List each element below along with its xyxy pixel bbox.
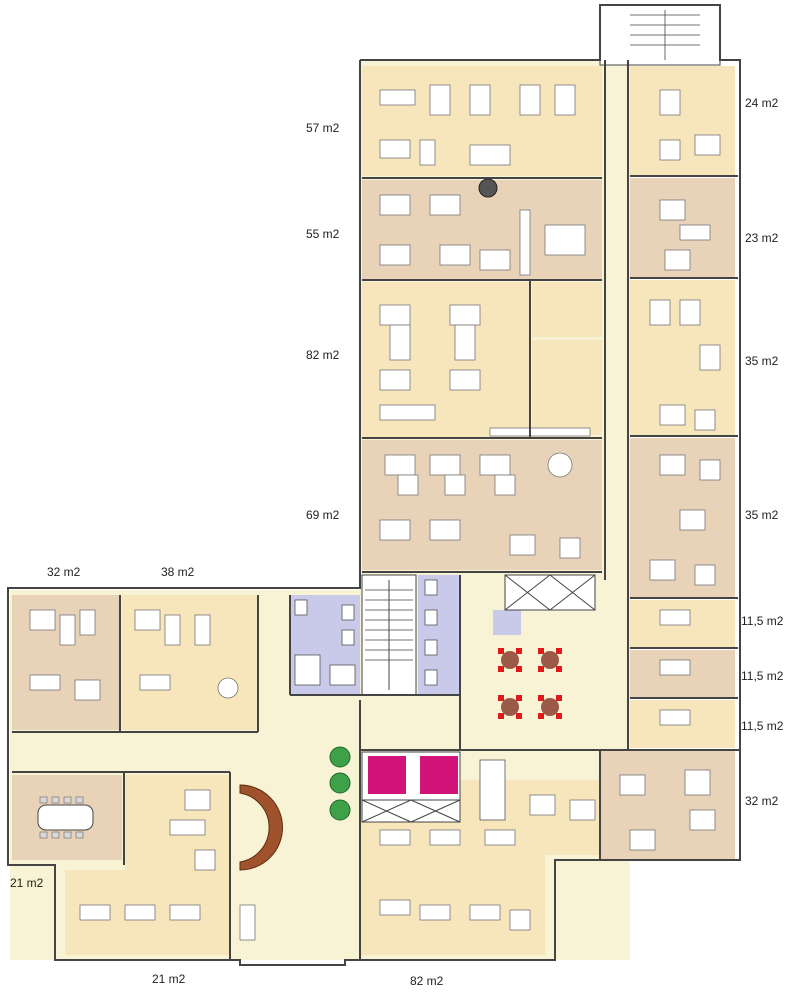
area-label-11-5-b: 11,5 m2 — [741, 669, 784, 683]
area-label-57: 57 m2 — [306, 121, 340, 135]
room-small-a — [532, 282, 602, 337]
desk-icon — [37, 796, 94, 839]
room-24 — [630, 66, 735, 176]
area-label-82-bottom: 82 m2 — [410, 974, 444, 988]
area-label-35b: 35 m2 — [745, 508, 779, 522]
round-table-icon — [498, 648, 562, 719]
toilet-icon — [294, 579, 506, 821]
wc-small — [493, 610, 521, 635]
office-furniture — [29, 84, 721, 941]
stair-icon — [361, 4, 721, 696]
area-label-32-left: 32 m2 — [47, 565, 81, 579]
area-label-82-top: 82 m2 — [306, 348, 340, 362]
walls — [7, 4, 741, 966]
area-label-11-5-a: 11,5 m2 — [741, 614, 784, 628]
area-label-21-bottom: 21 m2 — [152, 972, 186, 986]
area-label-21-left: 21 m2 — [10, 876, 44, 890]
area-label-38: 38 m2 — [161, 565, 195, 579]
area-label-11-5-c: 11,5 m2 — [741, 719, 784, 733]
elevator-icon — [361, 574, 596, 823]
area-label-24: 24 m2 — [745, 96, 779, 110]
plant-icon — [329, 178, 498, 821]
room-small-b — [532, 340, 602, 435]
wc-right — [418, 575, 460, 695]
area-label-35a: 35 m2 — [745, 354, 779, 368]
area-label-32-right: 32 m2 — [745, 794, 779, 808]
area-label-55: 55 m2 — [306, 227, 340, 241]
reception-desk — [239, 784, 283, 871]
area-label-69: 69 m2 — [306, 508, 340, 522]
area-label-23: 23 m2 — [745, 231, 779, 245]
room-32-right — [600, 750, 735, 860]
